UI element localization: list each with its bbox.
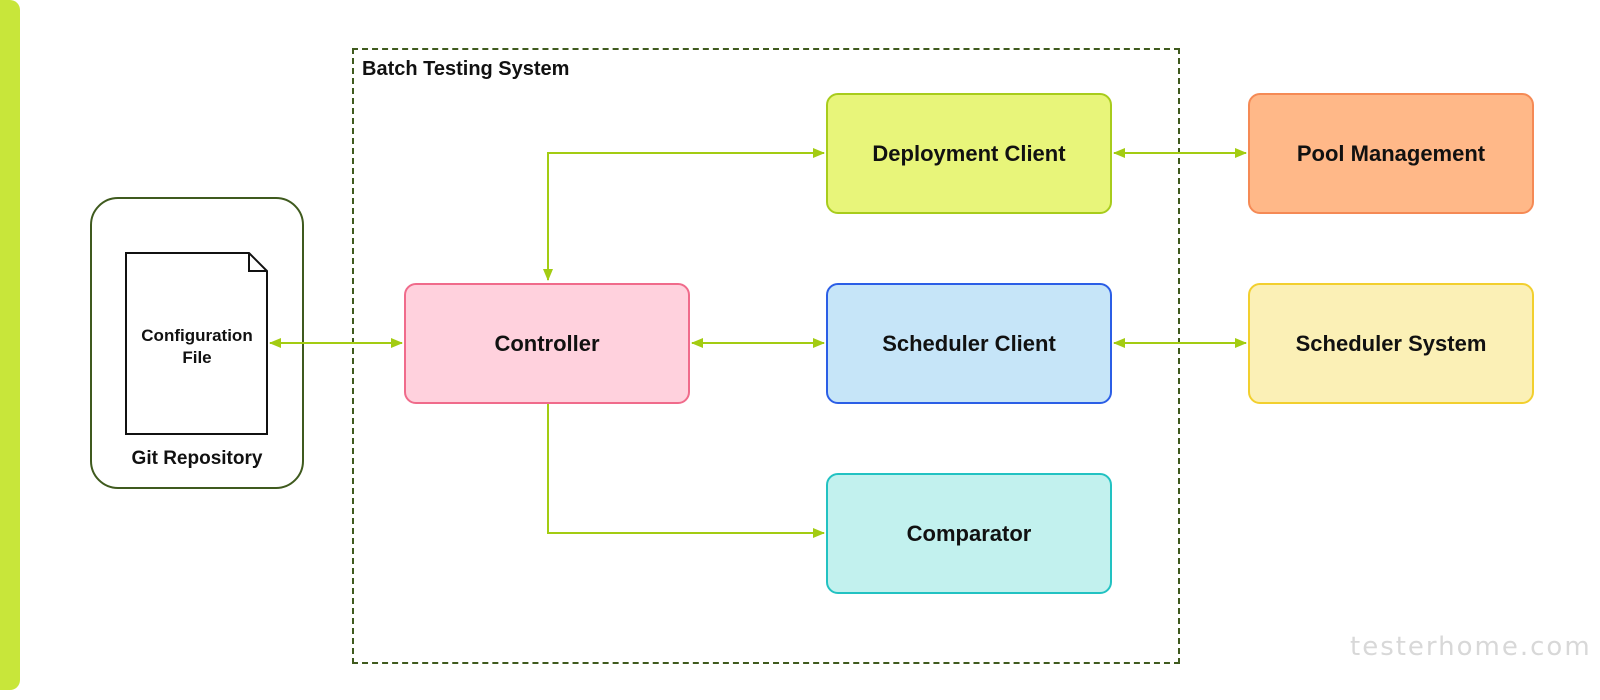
edge-controller-deployment: [543, 148, 825, 281]
scheduler-system-node[interactable]: Scheduler System: [1248, 283, 1534, 404]
batch-testing-system-boundary: [352, 48, 1180, 664]
scheduler-client-node[interactable]: Scheduler Client: [826, 283, 1112, 404]
configuration-file-label: Configuration File: [141, 326, 253, 367]
controller-label: Controller: [494, 330, 600, 356]
system-title: Batch Testing System: [362, 58, 570, 80]
pool-management-label: Pool Management: [1296, 140, 1486, 166]
edge-controller-comparator: [547, 404, 825, 538]
deployment-client-node[interactable]: Deployment Client: [826, 93, 1112, 214]
watermark-text: testerhome.com: [1350, 632, 1592, 662]
git-repository-label: Git Repository: [131, 448, 263, 469]
comparator-label: Comparator: [906, 520, 1032, 546]
document-icon: [125, 252, 268, 435]
controller-node[interactable]: Controller: [404, 283, 690, 404]
comparator-node[interactable]: Comparator: [826, 473, 1112, 594]
deployment-client-label: Deployment Client: [872, 140, 1066, 166]
scheduler-system-label: Scheduler System: [1295, 330, 1487, 356]
accent-sidebar-bar: [0, 0, 20, 690]
pool-management-node[interactable]: Pool Management: [1248, 93, 1534, 214]
scheduler-client-label: Scheduler Client: [882, 330, 1056, 356]
